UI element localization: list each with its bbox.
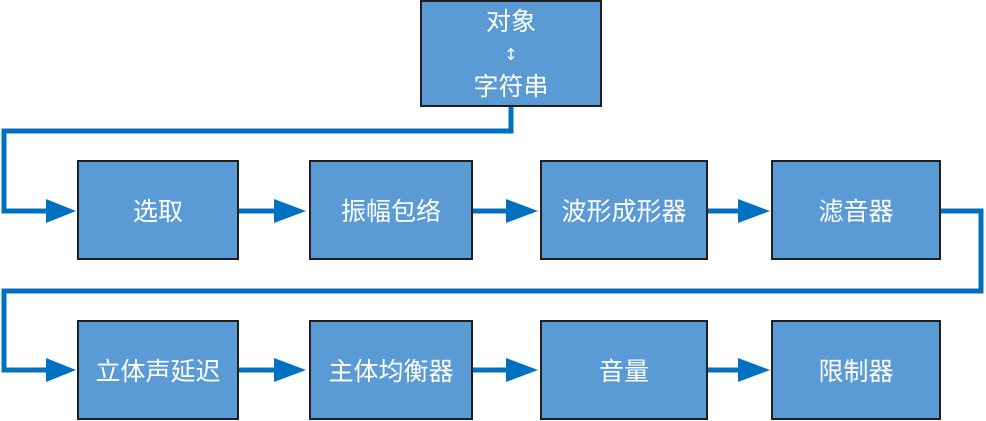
arrowhead-r1-1 [274,199,306,223]
module-filter: 滤音器 [771,160,941,260]
module-label: 振幅包络 [340,197,441,226]
module-waveshaper: 波形成形器 [540,160,708,260]
module-label: 音量 [598,357,649,386]
module-volume: 音量 [540,320,708,420]
module-stereo-delay: 立体声延迟 [77,320,239,420]
connector-source-to-row1 [1,107,514,214]
arrowhead-r1-3 [738,199,770,223]
connector-row1-to-row2 [1,208,984,373]
module-label: 滤音器 [818,197,894,226]
arrowhead-r2-2 [506,358,538,382]
module-select: 选取 [77,160,239,260]
source-top-label: 对象 [485,7,536,36]
module-amplitude-envelope: 振幅包络 [309,160,473,260]
module-label: 限制器 [818,357,894,386]
source-box: 对象 ↕ 字符串 [420,0,602,107]
arrowhead-row2-entry [46,358,76,382]
module-label: 立体声延迟 [95,357,221,386]
arrowhead-r2-1 [274,358,306,382]
module-body-eq: 主体均衡器 [309,320,473,420]
module-label: 主体均衡器 [328,357,454,386]
module-label: 波形成形器 [561,197,687,226]
arrowhead-r2-3 [738,358,770,382]
source-bottom-label: 字符串 [473,72,549,101]
module-limiter: 限制器 [771,320,941,420]
arrowhead-r1-2 [506,199,538,223]
module-label: 选取 [132,197,183,226]
arrowhead-row1-entry [46,199,76,223]
double-arrow-icon: ↕ [504,44,518,64]
